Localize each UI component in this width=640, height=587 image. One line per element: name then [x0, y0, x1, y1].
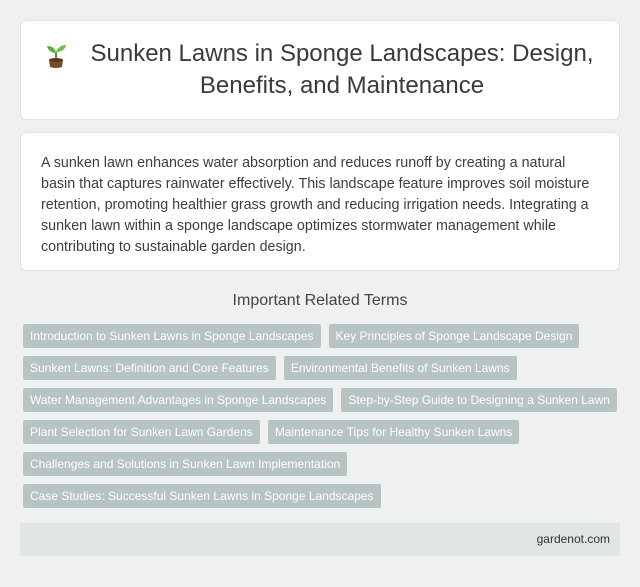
term-row: Challenges and Solutions in Sunken Lawn … [23, 452, 623, 476]
term-tag[interactable]: Plant Selection for Sunken Lawn Gardens [23, 420, 260, 444]
footer: gardenot.com [20, 523, 620, 556]
term-tag[interactable]: Challenges and Solutions in Sunken Lawn … [23, 452, 348, 476]
term-tag[interactable]: Maintenance Tips for Healthy Sunken Lawn… [267, 420, 520, 444]
term-tag[interactable]: Environmental Benefits of Sunken Lawns [283, 356, 517, 380]
term-row: Case Studies: Successful Sunken Lawns in… [23, 484, 623, 508]
summary-card: A sunken lawn enhances water absorption … [20, 132, 620, 271]
title-wrap: Sunken Lawns in Sponge Landscapes: Desig… [41, 38, 599, 102]
sprout-icon [47, 45, 66, 68]
summary-text: A sunken lawn enhances water absorption … [41, 155, 590, 255]
term-tag[interactable]: Sunken Lawns: Definition and Core Featur… [23, 356, 276, 380]
term-tag[interactable]: Step-by-Step Guide to Designing a Sunken… [341, 388, 617, 412]
page-title: Sunken Lawns in Sponge Landscapes: Desig… [90, 40, 594, 99]
term-tag[interactable]: Introduction to Sunken Lawns in Sponge L… [23, 324, 321, 348]
term-row: Plant Selection for Sunken Lawn Gardens … [23, 420, 623, 444]
title-card: Sunken Lawns in Sponge Landscapes: Desig… [20, 20, 620, 120]
term-row: Water Management Advantages in Sponge La… [23, 388, 623, 412]
terms-heading: Important Related Terms [232, 292, 408, 309]
terms-list: Introduction to Sunken Lawns in Sponge L… [23, 324, 623, 516]
term-tag[interactable]: Case Studies: Successful Sunken Lawns in… [23, 484, 381, 508]
footer-site-link[interactable]: gardenot.com [536, 532, 610, 546]
term-tag[interactable]: Key Principles of Sponge Landscape Desig… [328, 324, 580, 348]
term-row: Introduction to Sunken Lawns in Sponge L… [23, 324, 623, 348]
term-row: Sunken Lawns: Definition and Core Featur… [23, 356, 623, 380]
term-tag[interactable]: Water Management Advantages in Sponge La… [23, 388, 334, 412]
